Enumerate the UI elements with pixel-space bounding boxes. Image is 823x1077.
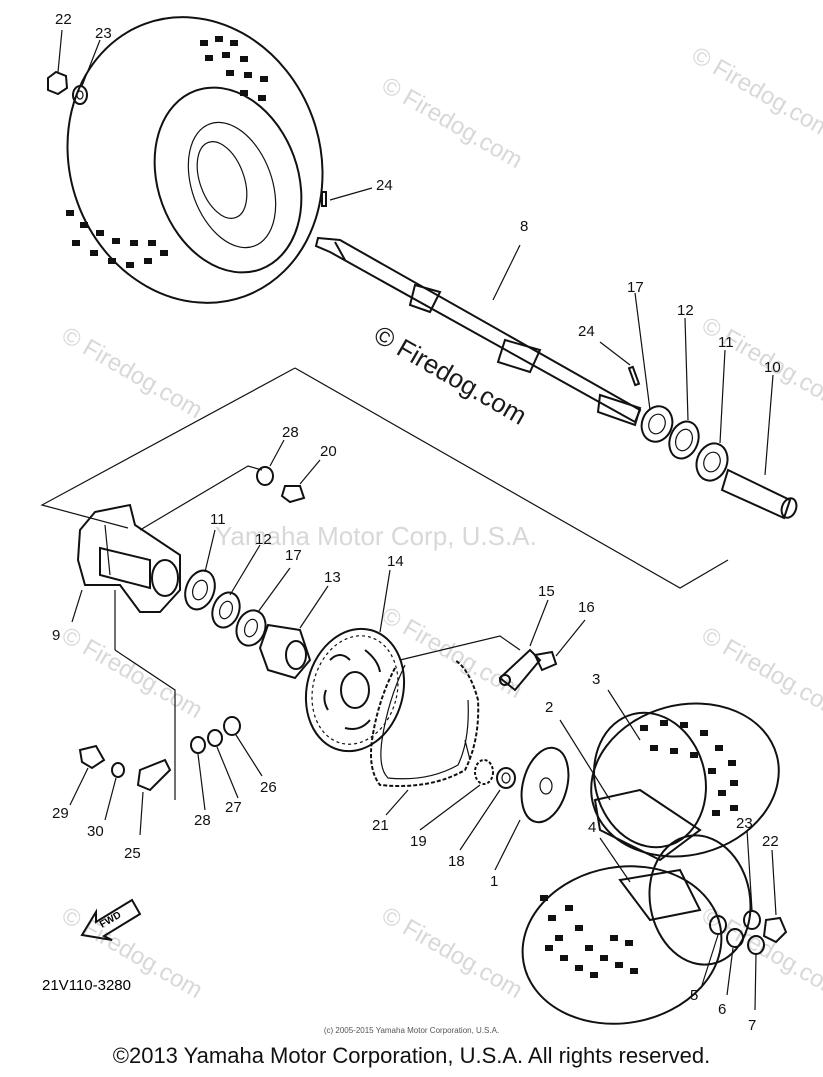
- callout: 2: [545, 699, 553, 716]
- axle-housing: [71, 503, 181, 800]
- callout: 10: [764, 359, 781, 376]
- callout: 24: [578, 323, 595, 340]
- watermark-firedog: © Firedog.com: [697, 622, 823, 724]
- bolt-20-nut-28: [256, 439, 321, 504]
- watermark-firedog: © Firedog.com: [377, 72, 527, 174]
- sprocket: [304, 569, 406, 753]
- axle-shaft: [314, 187, 642, 427]
- watermark-firedog: © Firedog.com: [377, 602, 527, 704]
- callout: 29: [52, 805, 69, 822]
- callout: 17: [627, 279, 644, 296]
- assembly-outline: [40, 367, 729, 589]
- callout: 26: [260, 779, 277, 796]
- drawing-code: 21V110-3280: [42, 977, 131, 994]
- watermark-firedog: © Firedog.com: [687, 42, 823, 144]
- callout: 24: [376, 177, 393, 194]
- callout: 28: [194, 812, 211, 829]
- tire-lower-right: [521, 689, 780, 1025]
- callout: 23: [95, 25, 112, 42]
- callout: 7: [748, 1017, 756, 1034]
- callout: 30: [87, 823, 104, 840]
- chain-boundary-lines: [399, 635, 521, 761]
- bearings-middle: [184, 529, 291, 647]
- callout: 13: [324, 569, 341, 586]
- callout: 12: [255, 531, 272, 548]
- callout: 23: [736, 815, 753, 832]
- callout: 16: [578, 599, 595, 616]
- callout: 22: [762, 833, 779, 850]
- callout: 22: [55, 11, 72, 28]
- watermark-firedog: © Firedog.com: [57, 322, 207, 424]
- callout: 25: [124, 845, 141, 862]
- callout: 5: [690, 987, 698, 1004]
- bearings-upper-right: [634, 292, 798, 520]
- callout-numbers: 22 23 24 8 17 12 11 10 24 28 20 11 12 17…: [52, 11, 781, 1034]
- callout: 8: [520, 218, 528, 235]
- bracket-15-bolt-16: [498, 599, 586, 692]
- watermark-yamaha: Yamaha Motor Corp, U.S.A.: [215, 521, 537, 551]
- small-sprocket-and-plate: [419, 746, 570, 871]
- callout: 15: [538, 583, 555, 600]
- watermark-firedog: © Firedog.com: [57, 622, 207, 724]
- callout: 4: [588, 819, 596, 836]
- callout: 20: [320, 443, 337, 460]
- small-parts-lower-left: [69, 716, 263, 836]
- small-copyright: (c) 2005-2015 Yamaha Motor Corporation, …: [323, 1026, 500, 1035]
- tire-upper-left: [66, 16, 324, 304]
- callout: 21: [372, 817, 389, 834]
- callout: 19: [410, 833, 427, 850]
- callout: 18: [448, 853, 465, 870]
- callout: 12: [677, 302, 694, 319]
- watermark-layer: © Firedog.com © Firedog.com © Firedog.co…: [57, 42, 823, 1004]
- sprocket-hub: [258, 585, 329, 680]
- watermark-firedog: © Firedog.com: [697, 312, 823, 414]
- lower-right-fasteners: [701, 829, 788, 1011]
- callout: 17: [285, 547, 302, 564]
- callout: 11: [210, 511, 226, 528]
- callout: 14: [387, 553, 404, 570]
- watermark-firedog: © Firedog.com: [377, 902, 527, 1004]
- callout: 11: [718, 334, 734, 351]
- callout: 28: [282, 424, 299, 441]
- chain: [370, 659, 480, 816]
- copyright-footer: ©2013 Yamaha Motor Corporation, U.S.A. A…: [112, 1043, 711, 1068]
- callout: 6: [718, 1001, 726, 1018]
- nut-22-top: [47, 29, 101, 105]
- callout: 3: [592, 671, 600, 688]
- callout: 9: [52, 627, 60, 644]
- callout: 27: [225, 799, 242, 816]
- callout: 1: [490, 873, 498, 890]
